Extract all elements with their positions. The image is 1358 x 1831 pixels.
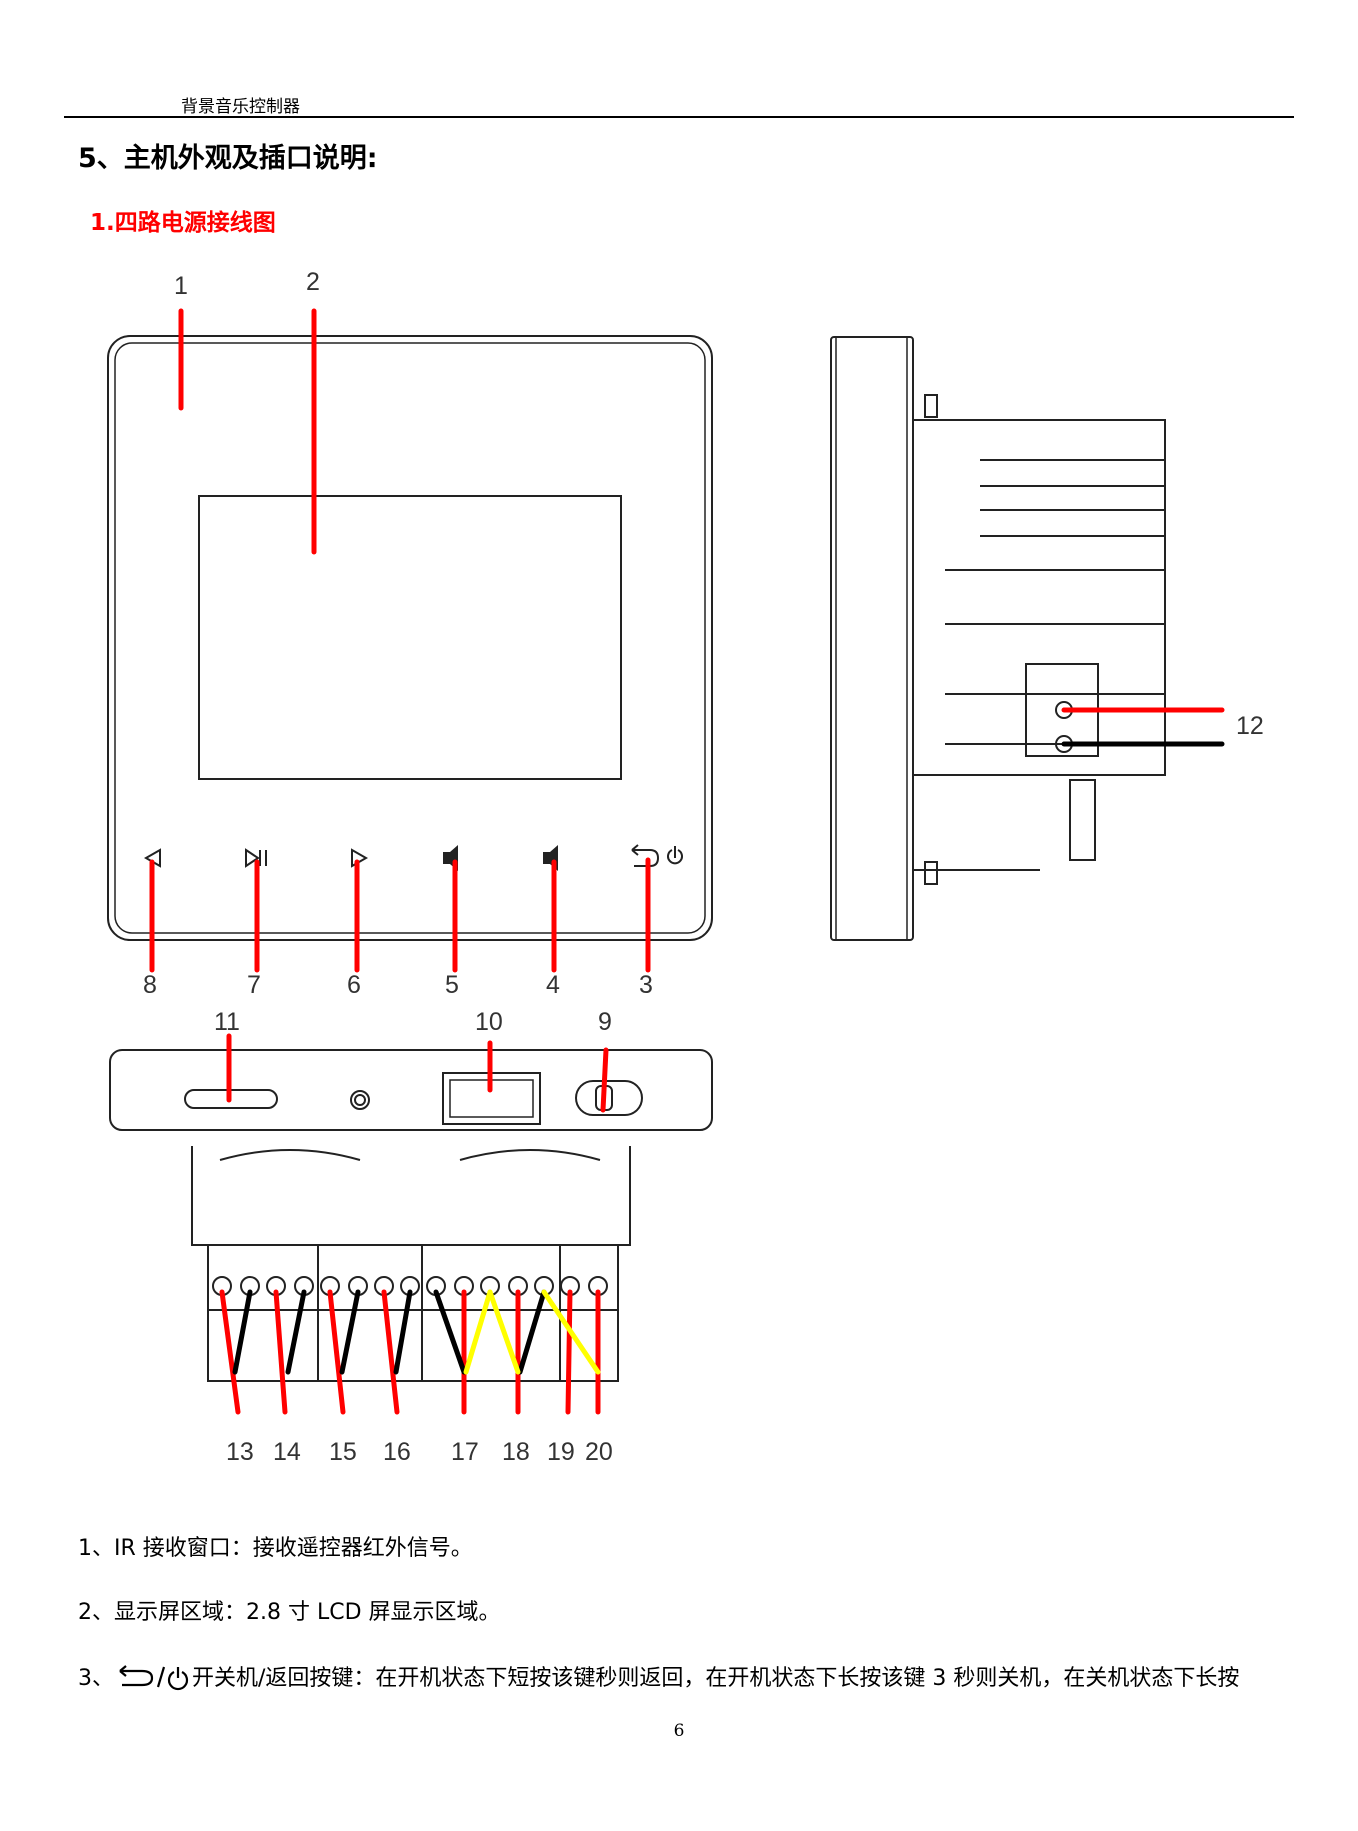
section-subheading: 1.四路电源接线图: [90, 210, 276, 236]
item-1-text: IR 接收窗口：接收遥控器红外信号。: [114, 1536, 473, 1561]
item-1-prefix: 1、: [78, 1536, 114, 1561]
callout-9: 9: [598, 1008, 612, 1036]
callout-16: 16: [383, 1438, 411, 1466]
callout-2: 2: [306, 268, 320, 296]
ir-window: [350, 1090, 370, 1110]
callout-18: 18: [502, 1438, 530, 1466]
callout-11: 11: [214, 1008, 240, 1036]
item-1: 1、IR 接收窗口：接收遥控器红外信号。: [78, 1530, 473, 1562]
terminal-housing: [191, 1146, 631, 1246]
section-heading: 5、主机外观及插口说明:: [78, 143, 378, 174]
callout-17: 17: [451, 1438, 479, 1466]
callout-15: 15: [329, 1438, 357, 1466]
header-rule: [64, 116, 1294, 118]
callout-19: 19: [547, 1438, 575, 1466]
callout-12: 12: [1236, 712, 1264, 740]
front-panel-inner: [114, 342, 706, 934]
page-number: 6: [673, 1721, 685, 1741]
header-title: 背景音乐控制器: [181, 97, 300, 117]
callout-13: 13: [226, 1438, 254, 1466]
terminal-block: [207, 1244, 619, 1382]
callout-8: 8: [143, 971, 157, 999]
item-3-prefix: 3、: [78, 1666, 114, 1691]
item-3-text: 开关机/返回按键：在开机状态下短按该键秒则返回，在开机状态下长按该键 3 秒则关…: [192, 1666, 1240, 1691]
callout-7: 7: [247, 971, 261, 999]
callout-10: 10: [475, 1008, 503, 1036]
callout-20: 20: [585, 1438, 613, 1466]
lcd-screen: [198, 495, 622, 780]
callout-14: 14: [273, 1438, 301, 1466]
item-2-prefix: 2、: [78, 1600, 114, 1625]
side-faceplate: [830, 336, 914, 941]
callout-1: 1: [174, 272, 188, 300]
callout-4: 4: [546, 971, 560, 999]
power-switch: [575, 1080, 643, 1116]
callout-5: 5: [445, 971, 459, 999]
front-panel-outline: [107, 335, 713, 941]
side-body: [912, 419, 1166, 776]
back-power-button-icon: [631, 844, 683, 867]
wiring-diagram: 1 2 8 7 6 5 4 3 11 10 9 12 13 14 15 16 1…: [107, 268, 1264, 1466]
play-pause-button-icon: [245, 848, 267, 868]
bottom-body: [109, 1049, 713, 1131]
callout-6: 6: [347, 971, 361, 999]
callout-3: 3: [639, 971, 653, 999]
item-3: 3、 开关机/返回按键：在开机状态下短按该键秒则返回，在开机状态下长按该键 3 秒…: [78, 1660, 1239, 1692]
item-2: 2、显示屏区域：2.8 寸 LCD 屏显示区域。: [78, 1594, 501, 1626]
back-power-icon: [119, 1665, 189, 1691]
item-2-text: 显示屏区域：2.8 寸 LCD 屏显示区域。: [114, 1600, 501, 1625]
